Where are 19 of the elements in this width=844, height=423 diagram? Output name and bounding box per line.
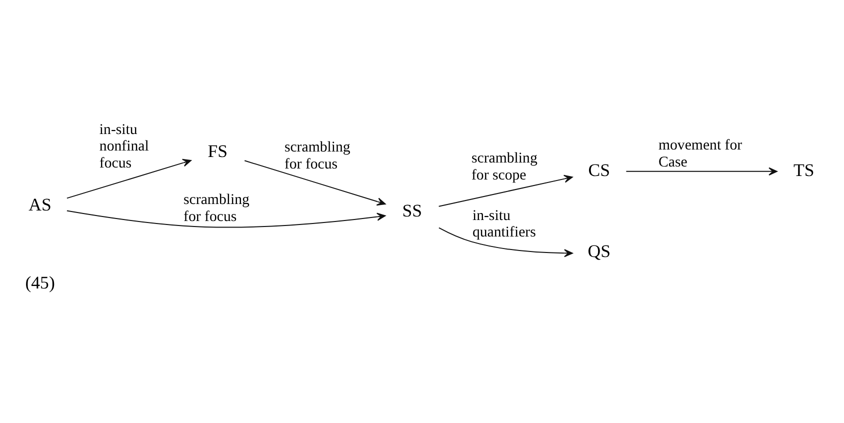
- arrow: [438, 174, 573, 206]
- edge-label: scrambling for focus: [184, 192, 250, 224]
- edge-label: scrambling for focus: [284, 139, 350, 172]
- arrow: [244, 160, 386, 206]
- arrow: [66, 210, 386, 228]
- node-text: FS: [208, 140, 228, 160]
- edge-label: in-situ nonfinal focus: [99, 121, 149, 171]
- node-text: CS: [588, 159, 610, 180]
- label: (45): [25, 272, 55, 292]
- arrow: [438, 226, 573, 257]
- node-text: AS: [28, 194, 52, 214]
- node-text: SS: [402, 200, 422, 220]
- node-text: TS: [794, 159, 814, 180]
- edge-label: scrambling for scope: [471, 150, 538, 183]
- edge-label: movement for Case: [658, 137, 742, 170]
- edge-label: in-situ quantifiers: [472, 207, 536, 240]
- node-text: QS: [588, 240, 610, 260]
- arrow: [626, 166, 778, 175]
- arrow: [66, 158, 192, 198]
